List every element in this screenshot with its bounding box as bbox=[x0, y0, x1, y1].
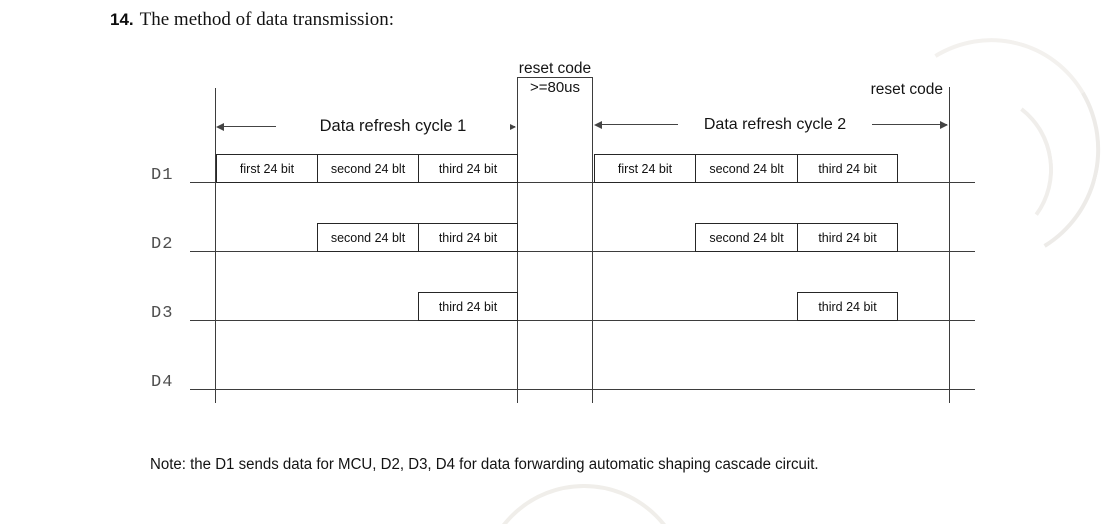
question-number: 14. bbox=[110, 10, 134, 29]
watermark-arc bbox=[480, 484, 688, 524]
signal-baseline-d4 bbox=[190, 389, 975, 390]
cycle2-label: Data refresh cycle 2 bbox=[678, 115, 872, 134]
arrowhead-right-icon bbox=[508, 122, 516, 131]
segment-box: third 24 bit bbox=[797, 292, 898, 321]
segment-box: third 24 bit bbox=[797, 154, 898, 183]
segment-box: third 24 bit bbox=[418, 223, 518, 252]
page-title: The method of data transmission: bbox=[139, 9, 394, 30]
segment-box: third 24 bit bbox=[797, 223, 898, 252]
signal-baseline-d3 bbox=[190, 320, 975, 321]
segment-box: second 24 blt bbox=[695, 154, 798, 183]
reset-code-right-label: reset code bbox=[870, 81, 943, 98]
row-label-d1: D1 bbox=[151, 166, 174, 185]
section-heading: 14. The method of data transmission: bbox=[110, 9, 394, 31]
row-label-d2: D2 bbox=[151, 235, 174, 254]
cycle-start-line bbox=[215, 88, 216, 403]
arrowhead-left-icon bbox=[216, 122, 224, 131]
reset-code-label: reset code bbox=[518, 60, 592, 77]
reset-duration-box: >=80us bbox=[517, 77, 593, 403]
signal-baseline-d2 bbox=[190, 251, 975, 252]
segment-box: second 24 blt bbox=[317, 154, 419, 183]
segment-box: second 24 blt bbox=[317, 223, 419, 252]
note-text: Note: the D1 sends data for MCU, D2, D3,… bbox=[150, 456, 819, 473]
watermark-arc bbox=[893, 82, 1063, 256]
segment-box: first 24 bit bbox=[594, 154, 696, 183]
row-label-d3: D3 bbox=[151, 304, 174, 323]
row-label-d4: D4 bbox=[151, 373, 174, 392]
segment-box: third 24 bit bbox=[418, 292, 518, 321]
cycle1-label: Data refresh cycle 1 bbox=[276, 117, 510, 136]
reset-right-line bbox=[949, 87, 950, 403]
segment-box: first 24 bit bbox=[216, 154, 318, 183]
signal-baseline-d1 bbox=[190, 182, 975, 183]
arrowhead-right-icon bbox=[940, 120, 948, 129]
arrowhead-left-icon bbox=[594, 120, 602, 129]
reset-duration-value: >=80us bbox=[529, 79, 581, 96]
segment-box: second 24 blt bbox=[695, 223, 798, 252]
segment-box: third 24 bit bbox=[418, 154, 518, 183]
